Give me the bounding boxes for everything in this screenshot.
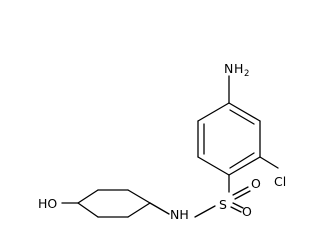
benzene-ring xyxy=(197,102,261,176)
ring-bond-c6-c1 xyxy=(197,102,230,122)
cyclohexane-bond-1 xyxy=(127,189,151,204)
cyclohexane-ring xyxy=(77,189,151,218)
bond-sulfur-oxygen-lower-1 xyxy=(230,206,242,213)
amine-hydrogen-label: H xyxy=(234,61,243,76)
sulfur-label: S xyxy=(219,197,227,212)
cyclohexane-bond-6 xyxy=(77,202,99,218)
bond-sulfur-oxygen-lower-2 xyxy=(232,202,244,209)
bond-sulfur-oxygen-upper-1 xyxy=(232,186,249,196)
amine-hydrogen-count: 2 xyxy=(244,69,249,79)
cyclohexane-bond-4 xyxy=(127,202,151,218)
structure-canvas: N H 2 Cl S O O NH HO xyxy=(38,61,286,220)
cyclohexane-bond-3 xyxy=(77,189,99,204)
ring-bond-c4-c5 xyxy=(197,156,230,176)
oxygen-upper-label: O xyxy=(251,176,261,191)
chloro-label: Cl xyxy=(274,174,286,189)
bond-nh-cyclohexane xyxy=(149,202,170,215)
oxygen-lower-label: O xyxy=(242,204,252,219)
ring-bond-c1-c2 xyxy=(228,102,261,122)
bond-sulfur-nh xyxy=(194,205,216,218)
ring-double-bond-inner-1 xyxy=(229,109,255,125)
amine-nitrogen-label: N xyxy=(224,61,233,76)
ring-double-bond-inner-2 xyxy=(229,152,255,169)
chemical-structure-diagram: N H 2 Cl S O O NH HO xyxy=(38,61,286,220)
hydroxyl-label: HO xyxy=(38,196,57,211)
bond-sulfur-oxygen-upper-2 xyxy=(234,190,251,200)
ring-bond-c3-c4 xyxy=(228,156,261,176)
bond-ring-chloro xyxy=(259,156,279,169)
sulfonamide-nh-label: NH xyxy=(170,207,189,220)
